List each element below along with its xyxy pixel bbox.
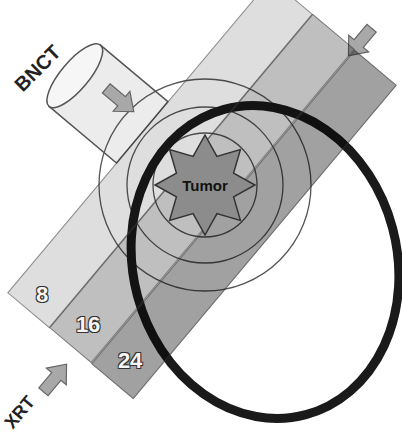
beam-label: XRT [0, 391, 39, 432]
bnct-arrow [98, 78, 142, 121]
tumor-label: Tumor [182, 177, 228, 194]
tumor-star: Tumor [153, 133, 257, 237]
dose-label: 24 [117, 347, 141, 373]
dose-label: 16 [75, 312, 99, 338]
dose-contour [153, 133, 257, 237]
tumor-star-outline [155, 135, 255, 235]
xrt-arrow [33, 356, 76, 400]
dose-label: 8 [35, 281, 47, 307]
